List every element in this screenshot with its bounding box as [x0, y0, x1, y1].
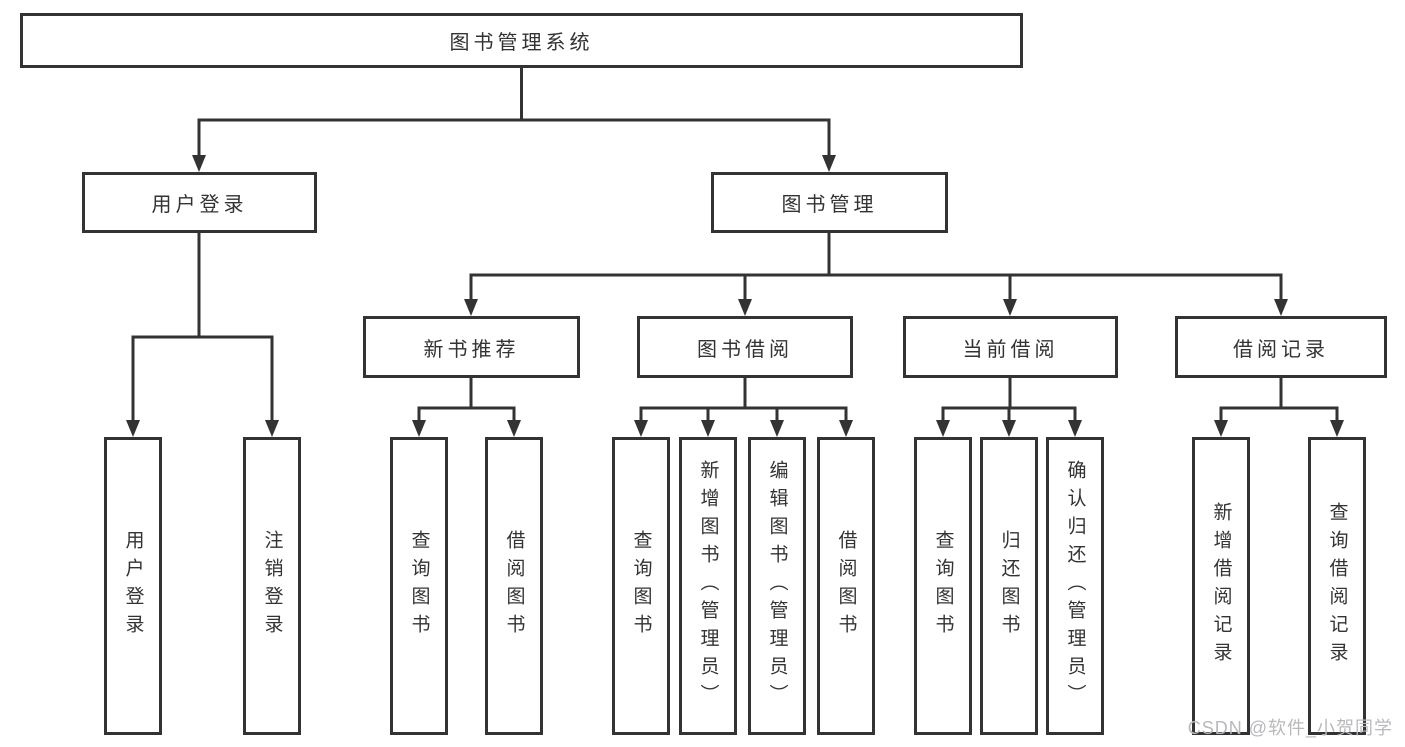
arrowhead: [634, 420, 648, 437]
arrowhead: [701, 420, 715, 437]
node-rec-query-books: 查询图书: [390, 437, 448, 735]
arrowhead: [1330, 420, 1344, 437]
arrowhead: [507, 420, 521, 437]
node-borrow-edit-books: 编辑图书（管理员）: [748, 437, 806, 735]
node-book-mgmt: 图书管理: [711, 172, 948, 233]
arrowhead: [1068, 420, 1082, 437]
node-borrow-query-books: 查询图书: [612, 437, 670, 735]
node-login-leaf: 用户登录: [104, 437, 162, 735]
edge-root-to-level2: [192, 66, 836, 172]
edge-book-borrow-to-leaves: [634, 376, 853, 437]
arrowhead: [1003, 299, 1017, 316]
arrowhead: [936, 420, 950, 437]
edge-book-mgmt-to-level3: [464, 231, 1288, 316]
arrowhead: [1214, 420, 1228, 437]
node-borrow-borrow-books: 借阅图书: [817, 437, 875, 735]
edge-new-book-rec-to-leaves: [412, 376, 521, 437]
node-book-borrow: 图书借阅: [637, 316, 853, 378]
arrowhead: [192, 155, 206, 172]
arrowhead: [412, 420, 426, 437]
watermark: CSDN @软件_小贺同学: [1187, 718, 1393, 738]
edge-current-borrow-to-leaves: [936, 376, 1082, 437]
node-logout-leaf: 注销登录: [243, 437, 301, 735]
node-borrow-add-books: 新增图书（管理员）: [679, 437, 737, 735]
arrowhead: [265, 420, 279, 437]
node-borrow-records: 借阅记录: [1175, 316, 1387, 378]
arrowhead: [464, 299, 478, 316]
arrowhead: [738, 299, 752, 316]
arrowhead: [839, 420, 853, 437]
node-current-confirm-return: 确认归还（管理员）: [1046, 437, 1104, 735]
edge-user-login-to-leaves: [126, 231, 279, 437]
arrowhead: [770, 420, 784, 437]
node-rec-borrow-books: 借阅图书: [485, 437, 543, 735]
edge-borrow-records-to-leaves: [1214, 376, 1344, 437]
node-current-borrow: 当前借阅: [903, 316, 1118, 378]
node-root: 图书管理系统: [20, 13, 1023, 68]
arrowhead: [1274, 299, 1288, 316]
node-records-query: 查询借阅记录: [1308, 437, 1366, 735]
arrowhead: [126, 420, 140, 437]
node-current-query-books: 查询图书: [914, 437, 972, 735]
node-records-add: 新增借阅记录: [1192, 437, 1250, 735]
node-user-login: 用户登录: [82, 172, 317, 233]
node-current-return-books: 归还图书: [980, 437, 1038, 735]
node-new-book-rec: 新书推荐: [363, 316, 580, 378]
arrowhead: [822, 155, 836, 172]
arrowhead: [1002, 420, 1016, 437]
